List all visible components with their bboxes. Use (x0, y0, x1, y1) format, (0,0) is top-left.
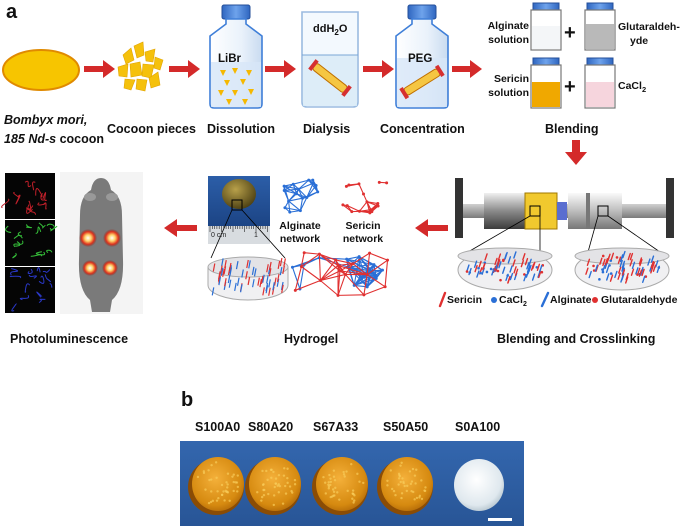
legend-cacl2-sub: 2 (522, 301, 527, 309)
sericin-solution-label: Sericin solution (485, 72, 529, 100)
arrow-right-2 (169, 60, 200, 78)
legend-cacl2-main: CaCl (499, 294, 523, 306)
cocoon-pieces-shape (117, 41, 164, 92)
sericin-solution-line1: Sericin (493, 73, 529, 85)
arrow-right-4 (363, 60, 394, 78)
sericin-network-line1: Sericin (345, 220, 381, 232)
plus-sign-top: + (564, 22, 576, 44)
legend-alginate: Alginate (550, 294, 592, 306)
step-label-dialysis: Dialysis (303, 122, 351, 136)
hydrogel-cylinder (207, 256, 289, 301)
water-end: O (338, 23, 348, 35)
water-sub: 2 (334, 28, 339, 38)
water-main: ddH (313, 23, 335, 35)
legend-markers (438, 291, 598, 308)
water-label: ddH2O (313, 23, 347, 37)
sericin-network (341, 180, 389, 215)
ruler-label-right: 1 (254, 232, 258, 239)
alginate-network-line1: Alginate (279, 220, 321, 232)
panel-a-letter: a (6, 1, 18, 23)
step-label-pieces: Cocoon pieces (107, 122, 196, 136)
syringe-apparatus (455, 178, 674, 253)
alginate-solution-line2: solution (488, 34, 529, 46)
sericin-network-line2: network (342, 233, 384, 245)
cacl2-main: CaCl (618, 80, 642, 92)
arrow-right-5 (452, 60, 482, 78)
cocoon-word: cocoon (56, 132, 105, 146)
arrow-right-3 (265, 60, 296, 78)
sample-label-1: S100A0 (195, 420, 241, 434)
alginate-network-line2: network (279, 233, 321, 245)
cocoon-label-line2: 185 Nd-s cocoon (4, 132, 104, 146)
step-label-dissolution: Dissolution (207, 122, 276, 136)
cacl2-label: CaCl2 (618, 80, 646, 94)
alginate-network (282, 178, 320, 214)
legend-cacl2: CaCl2 (499, 294, 527, 308)
sample-label-2: S80A20 (248, 420, 294, 434)
fluorescence-images (1, 173, 58, 313)
legend-sericin: Sericin (447, 294, 483, 306)
dialysis-beaker (301, 11, 359, 108)
sample-label-4: S50A50 (383, 420, 429, 434)
cocoon-strain: 185 Nd-s (4, 132, 57, 146)
sericin-solution-line2: solution (488, 87, 529, 99)
ruler-label-left: 0 cm (211, 232, 227, 239)
step-label-crosslinking: Blending and Crosslinking (497, 332, 656, 346)
cocoon-shape (2, 49, 80, 91)
glutaraldehyde-line2: yde (630, 35, 649, 47)
cocoon-label-line1: Bombyx mori, (4, 113, 88, 127)
combined-network (290, 251, 390, 297)
arrow-down (565, 140, 587, 165)
arrow-left-2 (164, 219, 197, 237)
plus-sign-bottom: + (564, 76, 576, 98)
cacl2-sub: 2 (641, 85, 647, 95)
sample-label-5: S0A100 (455, 420, 501, 434)
legend-glutaraldehyde: Glutaraldehyde (601, 294, 678, 306)
step-label-blending: Blending (545, 122, 599, 136)
step-label-concentration: Concentration (380, 122, 465, 136)
arrow-left-1 (415, 219, 448, 237)
alginate-solution-line1: Alginate (487, 20, 529, 32)
step-label-hydrogel: Hydrogel (284, 332, 339, 346)
peg-bottle (395, 4, 449, 109)
libr-bottle (209, 4, 263, 109)
glutaraldehyde-line1: Glutaraldeh- (618, 21, 680, 33)
sample-label-3: S67A33 (313, 420, 359, 434)
blending-vials (530, 2, 616, 109)
process-arrows (84, 60, 587, 237)
glutaraldehyde-label: Glutaraldeh-yde (618, 20, 680, 48)
hydrogel-samples-photo (180, 441, 524, 526)
libr-label: LiBr (218, 53, 241, 65)
step-label-photoluminescence: Photoluminescence (10, 332, 129, 346)
scale-bar (488, 518, 512, 521)
hydrogel-photo (208, 176, 270, 244)
alginate-solution-label: Alginate solution (485, 19, 529, 47)
panel-b-letter: b (181, 389, 194, 411)
mixing-disks (457, 247, 670, 291)
peg-label: PEG (408, 53, 433, 65)
arrow-right-1 (84, 60, 115, 78)
mouse-image (60, 172, 143, 314)
